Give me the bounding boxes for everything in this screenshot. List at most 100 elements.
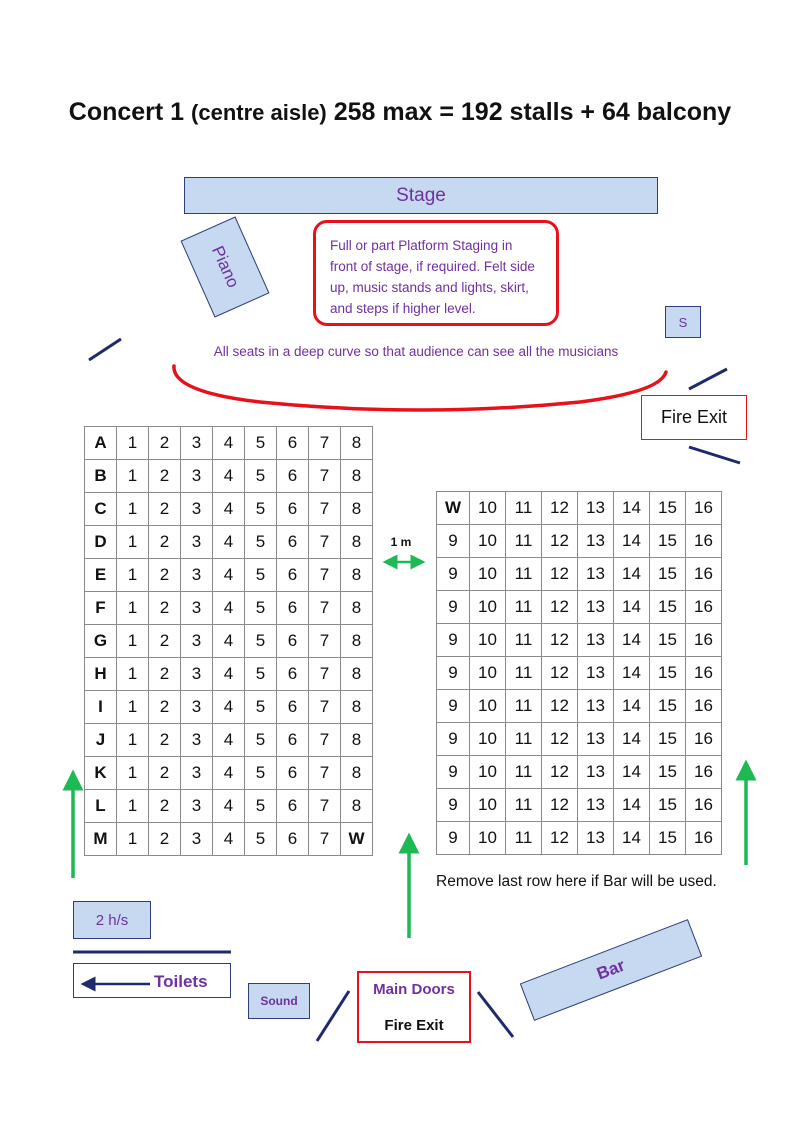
seat: 9 — [436, 755, 470, 789]
seat: 5 — [244, 591, 277, 625]
s-box: S — [665, 306, 701, 338]
seat: 2 — [148, 690, 181, 724]
wall-line-right-upper — [688, 367, 728, 391]
seat: 4 — [212, 723, 245, 757]
sound-box: Sound — [248, 983, 310, 1019]
seat: 4 — [212, 657, 245, 691]
seat: 6 — [276, 426, 309, 460]
seat: 2 — [148, 657, 181, 691]
seat: 13 — [577, 590, 614, 624]
seat: 7 — [308, 459, 341, 493]
seat: 16 — [685, 755, 722, 789]
seat: 2 — [148, 459, 181, 493]
wheelchair-seat: W — [340, 822, 373, 856]
seat: 10 — [469, 524, 506, 558]
row-label: L — [84, 789, 117, 823]
fire-exit-right-label: Fire Exit — [660, 407, 727, 427]
seat: 3 — [180, 789, 213, 823]
title-rest: 258 max = 192 stalls + 64 balcony — [333, 98, 732, 126]
seat: 14 — [613, 788, 650, 822]
seat: 12 — [541, 689, 578, 723]
row-label: B — [84, 459, 117, 493]
s-box-label: S — [678, 314, 688, 330]
seat: 11 — [505, 722, 542, 756]
curve-note: All seats in a deep curve so that audien… — [213, 344, 619, 359]
seat: 7 — [308, 822, 341, 856]
seat: 13 — [577, 656, 614, 690]
seat: 5 — [244, 822, 277, 856]
seat: 14 — [613, 755, 650, 789]
wall-line-left — [88, 337, 122, 362]
row-label: F — [84, 591, 117, 625]
seat: 2 — [148, 492, 181, 526]
seat: 5 — [244, 492, 277, 526]
seat: 1 — [116, 822, 149, 856]
seat: 10 — [469, 623, 506, 657]
seat: 10 — [469, 788, 506, 822]
seat: 3 — [180, 822, 213, 856]
seat: 6 — [276, 756, 309, 790]
seat: 4 — [212, 525, 245, 559]
row-label: A — [84, 426, 117, 460]
seat: 4 — [212, 492, 245, 526]
seat: 13 — [577, 788, 614, 822]
seat: 8 — [340, 789, 373, 823]
seat: 14 — [613, 689, 650, 723]
seat: 11 — [505, 689, 542, 723]
seat: 14 — [613, 821, 650, 855]
wall-line-right-lower — [688, 445, 741, 465]
seat: 6 — [276, 591, 309, 625]
row-label: E — [84, 558, 117, 592]
seat: 7 — [308, 690, 341, 724]
seat: 12 — [541, 821, 578, 855]
seat: 7 — [308, 624, 341, 658]
seat: 16 — [685, 689, 722, 723]
seat: 15 — [649, 524, 686, 558]
seat: 2 — [148, 591, 181, 625]
seat: 11 — [505, 557, 542, 591]
seat: 15 — [649, 623, 686, 657]
toilets-box — [73, 963, 231, 998]
seat: 6 — [276, 789, 309, 823]
seat: 10 — [469, 656, 506, 690]
seat: 8 — [340, 723, 373, 757]
seat: 5 — [244, 558, 277, 592]
title-main: Concert 1 — [68, 98, 185, 126]
seat: 8 — [340, 426, 373, 460]
seat: 12 — [541, 788, 578, 822]
page-title: Concert 1 (centre aisle) 258 max = 192 s… — [0, 98, 800, 127]
seat: 14 — [613, 623, 650, 657]
seat: 9 — [436, 656, 470, 690]
seat: 14 — [613, 722, 650, 756]
seat: 8 — [340, 624, 373, 658]
seat: 11 — [505, 590, 542, 624]
seat: 15 — [649, 656, 686, 690]
seat: 16 — [685, 722, 722, 756]
seat: 8 — [340, 558, 373, 592]
seat: 5 — [244, 624, 277, 658]
hs-box: 2 h/s — [73, 901, 151, 939]
seat: 8 — [340, 690, 373, 724]
seat: 13 — [577, 491, 614, 525]
seat: 9 — [436, 821, 470, 855]
wheelchair-seat: W — [436, 491, 470, 525]
seat: 10 — [469, 821, 506, 855]
door-line-right — [476, 991, 515, 1038]
stage-label: Stage — [396, 184, 446, 206]
staging-note-text: Full or part Platform Staging in front o… — [330, 238, 535, 316]
seat: 6 — [276, 492, 309, 526]
fire-exit-bottom-label: Fire Exit — [384, 1017, 444, 1034]
